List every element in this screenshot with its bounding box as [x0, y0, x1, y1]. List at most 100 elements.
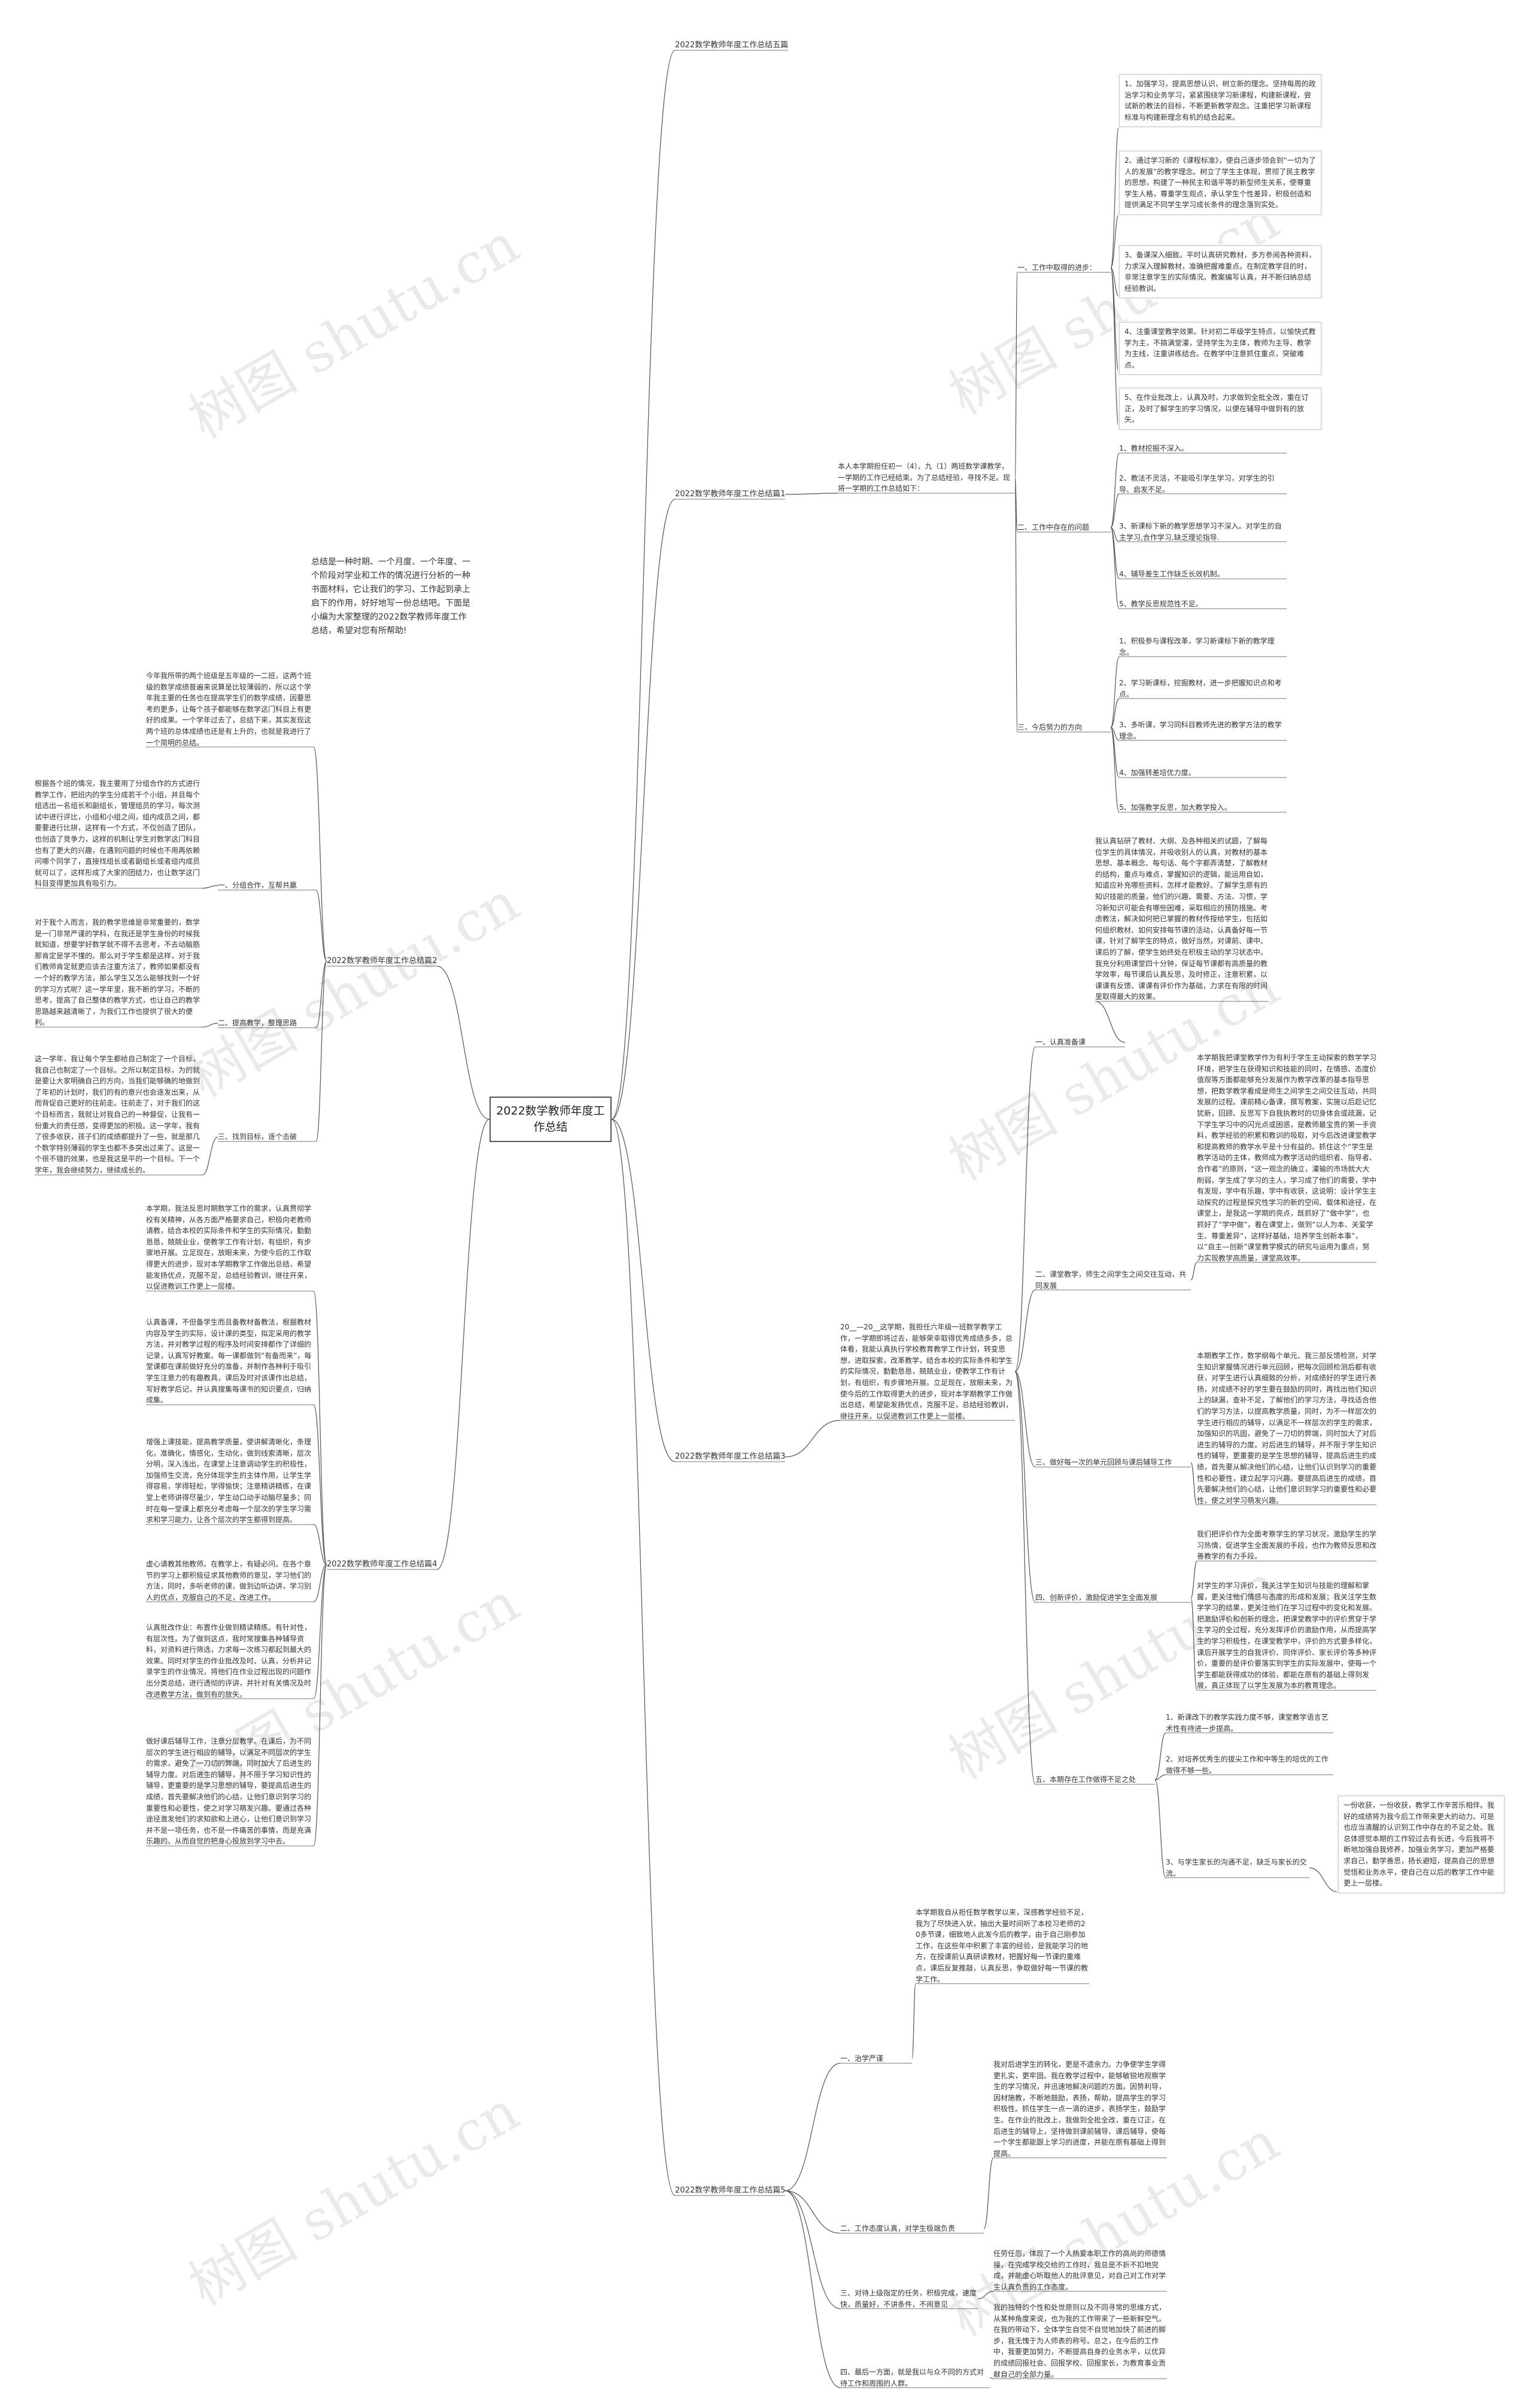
- p1-s2-item-2: 2、教法不灵活，不能吸引学生学习，对学生的引导、启发不足。: [1119, 474, 1275, 494]
- p5-s1-text: 本学期我自从担任数学教学以来，深感教学经验不足，我为了尽快进入状，抽出大量时间听…: [916, 1908, 1089, 1984]
- connector: [313, 1524, 327, 1565]
- p1-s2-item-1: 1、教材挖掘不深入。: [1119, 444, 1188, 453]
- branch-part1[interactable]: 2022数学教师年度工作总结篇1: [675, 490, 786, 499]
- p1-section-1[interactable]: 一、工作中取得的进步：: [1017, 263, 1097, 272]
- connector: [785, 2190, 841, 2388]
- p3-s4-text: 我们把评价作为全面考察学生的学习状况，激励学生的学习热情，促进学生全面发展的手段…: [1197, 1530, 1377, 1561]
- connector: [611, 1119, 676, 1462]
- branch-part3[interactable]: 2022数学教师年度工作总结篇3: [675, 1452, 786, 1461]
- connector: [977, 2291, 994, 2300]
- p5-s3-text: 任劳任怨，体现了一个人热爱本职工作的高尚的师德情操，在完成学校交给的工作时，我总…: [993, 2249, 1166, 2291]
- connector: [315, 889, 327, 962]
- p5-section-3[interactable]: 三、对待上级指定的任务，积极完成，速度快，质量好，不讲条件，不闹意见: [840, 2289, 977, 2309]
- connector: [313, 746, 327, 962]
- p4-lead: 本学期，我法反思时期数学工作的需求，认真贯彻学校有关精神，从各方面严格要求自己，…: [146, 1204, 312, 1291]
- p3-s5-item-1: 1、新课改下的教学实践力度不够，课堂教学语言艺术性有待进一步提高。: [1166, 1713, 1329, 1733]
- connector: [1110, 125, 1120, 269]
- connector: [1110, 656, 1120, 728]
- p3-lead: 20__—20__这学期，我担任六年级一班数学教学工作，一学期即将过去，能够荣幸…: [840, 1323, 1013, 1420]
- branch-part4[interactable]: 2022数学教师年度工作总结篇4: [327, 1560, 437, 1569]
- p3-section-3[interactable]: 三、做好每一次的单元回顾与课后辅导工作: [1035, 1458, 1172, 1466]
- connector: [1014, 1289, 1036, 1372]
- connector: [1154, 1732, 1166, 1781]
- connector: [1110, 267, 1120, 429]
- connector: [1014, 477, 1018, 733]
- connector: [1110, 527, 1120, 609]
- p3-section-1[interactable]: 一、认真准备课: [1035, 1038, 1086, 1046]
- connector: [315, 961, 327, 1142]
- p3-s5-summary: 一份收获，一份收获，教学工作辛苦乐相伴。我好的成绩将为我今后工作带来更大的动力。…: [1338, 1796, 1504, 1893]
- p3-s2-text: 本学期我把课堂教学作为有利于学生主动探索的数学学习环境，把学生在获得知识和技能的…: [1197, 1053, 1377, 1262]
- intro-text: 总结是一种时期、一个月度、一个年度、一个阶段对学业和工作的情况进行分析的一种书面…: [311, 557, 470, 636]
- p1-lead: 本人本学期担任初一（4）、九（1）两班数学课教学，一学期的工作已经结束。为了总结…: [838, 462, 1011, 493]
- connector: [313, 1564, 327, 1602]
- p5-section-4[interactable]: 四、最后一方面，就是我以与众不同的方式对待工作和周围的人群。: [840, 2368, 984, 2388]
- connector: [1014, 272, 1018, 478]
- branch-part2[interactable]: 2022数学教师年度工作总结篇2: [327, 956, 437, 965]
- connector: [611, 50, 676, 1120]
- p4-text-2: 增强上课技能，提高教学质量，使讲解清晰化，条理化，准确化，情感化，生动化，做到线…: [146, 1438, 312, 1525]
- p2-section-1[interactable]: 一、分组合作，互帮共赢: [218, 881, 297, 889]
- p1-section-2[interactable]: 二、工作中存在的问题: [1017, 523, 1090, 532]
- connector: [989, 2377, 994, 2379]
- p2-s1-text: 根据各个班的情况，我主要用了分组合作的方式进行教学工作，把班内的学生分成若干个小…: [35, 779, 200, 888]
- p3-s3-text: 本期教学工作，数学纲每个单元、我三部反馈检测，对学生知识掌握情况进行单元回顾，把…: [1197, 1352, 1377, 1505]
- p2-s2-text: 对于我个人而言，我的教学思维是非常重要的，数学是一门非常严谨的学科，在我还是学生…: [35, 918, 200, 1027]
- connector: [1190, 1597, 1197, 1691]
- p3-s5-item-3: 3、与学生家长的沟通不足，缺乏与家长的交流。: [1166, 1858, 1307, 1878]
- connector: [785, 2190, 841, 2309]
- p2-s3-text: 这一学年，我让每个学生都给自己制定了一个目标，我自己也制定了一个目标。之所以制定…: [35, 1055, 200, 1174]
- connector: [1110, 267, 1120, 297]
- p3-section-5[interactable]: 五、本期存在工作做得不足之处: [1035, 1775, 1136, 1784]
- p4-text-5: 做好课后辅导工作，注意分层教学。在课后，为不同层次的学生进行相应的辅导，以满足不…: [146, 1737, 312, 1846]
- connector: [436, 1119, 490, 1570]
- p2-section-3[interactable]: 三、找到目标，逐个击破: [218, 1132, 297, 1141]
- p1-s2-item-3: 3、新课标下新的教学思想学习不深入。对学生的自主学习,合作学习,缺乏理论指导.: [1119, 522, 1282, 542]
- p2-lead: 今年我所带的两个班级是五年级的一二班，这两个班级的数学成绩普遍来说算是比较薄弱的…: [146, 672, 312, 747]
- branch-overview[interactable]: 2022数学教师年度工作总结五篇: [675, 41, 789, 50]
- connector: [785, 1420, 841, 1457]
- p1-section-3[interactable]: 三、今后努力的方向: [1017, 723, 1083, 731]
- connector: [1095, 1001, 1126, 1043]
- p2-section-2[interactable]: 二、提高教学，整理思路: [218, 1019, 297, 1027]
- p1-s3-item-2: 2、学习新课标，挖掘教材，进一步把握知识点和考点。: [1119, 679, 1282, 699]
- p3-section-4[interactable]: 四、创新评价，激励促进学生全面发展: [1035, 1593, 1158, 1602]
- branch-part5[interactable]: 2022数学教师年度工作总结篇5: [675, 2186, 786, 2195]
- connector: [1190, 1462, 1197, 1505]
- p1-s3-item-4: 4、加强转差培优力度。: [1119, 769, 1196, 777]
- p1-s3-item-5: 5、加强教学反思，加大教学投入。: [1119, 803, 1232, 812]
- connector: [313, 1404, 327, 1565]
- p5-section-2[interactable]: 二、工作态度认真，对学生极端负责: [840, 2224, 956, 2233]
- connector: [202, 885, 218, 889]
- connector: [1110, 213, 1120, 269]
- connector: [202, 1022, 218, 1028]
- connector: [911, 1983, 916, 2060]
- connector: [315, 961, 327, 1028]
- connector: [1014, 1371, 1036, 1785]
- p1-s3-item-3: 3、多听课，学习同科目教师先进的教学方法的教学理念。: [1119, 721, 1282, 740]
- p3-s1-text: 我认真钻研了教材、大纲、及各种相关的试题，了解每位学生的具体情况，并吸收别人的认…: [1095, 837, 1268, 1001]
- connector: [1110, 727, 1120, 813]
- root-topic[interactable]: 2022数学教师年度工作总结: [490, 1097, 612, 1142]
- connector: [313, 1564, 327, 1699]
- p1-s2-item-5: 5、教学反思规范性不足。: [1119, 600, 1203, 608]
- p5-section-1[interactable]: 一、治学严谨: [840, 2054, 884, 2063]
- connector: [1190, 1262, 1197, 1281]
- connector: [1014, 1371, 1036, 1468]
- p1-s1-item-4: 4、注重课堂教学效果。针对初二年级学生特点，以愉快式教学为主，不搞满堂灌，坚持学…: [1119, 322, 1321, 375]
- connector: [1110, 493, 1120, 529]
- p3-section-2[interactable]: 二、课堂教学，师生之间学生之间交往互动，共同发展: [1035, 1270, 1187, 1290]
- connector: [611, 1119, 676, 2196]
- p3-s5-item-2: 2、对培养优秀生的拔尖工作和中等生的培优的工作做得不够一些。: [1166, 1755, 1329, 1775]
- connector: [1190, 1560, 1197, 1599]
- connector: [1014, 477, 1018, 533]
- p4-text-3: 虚心请教其他教师。在教学上，有疑必问。在各个章节的学习上都积极征求其他教师的意见…: [146, 1560, 312, 1602]
- p1-s1-item-2: 2、通过学习新的《课程标准》，使自己逐步领会到“一切为了人的发展”的教学理念。树…: [1119, 151, 1321, 215]
- connector: [436, 965, 490, 1120]
- connector: [785, 2063, 841, 2191]
- p1-s2-item-4: 4、辅导差生工作缺乏长效机制。: [1119, 570, 1224, 578]
- connector: [313, 1564, 327, 1847]
- p3-s4-text-2: 对学生的学习评价，我关注学生知识与技能的理解和掌握，更关注他们情感与态度的形成和…: [1197, 1581, 1377, 1690]
- connector: [1110, 698, 1120, 728]
